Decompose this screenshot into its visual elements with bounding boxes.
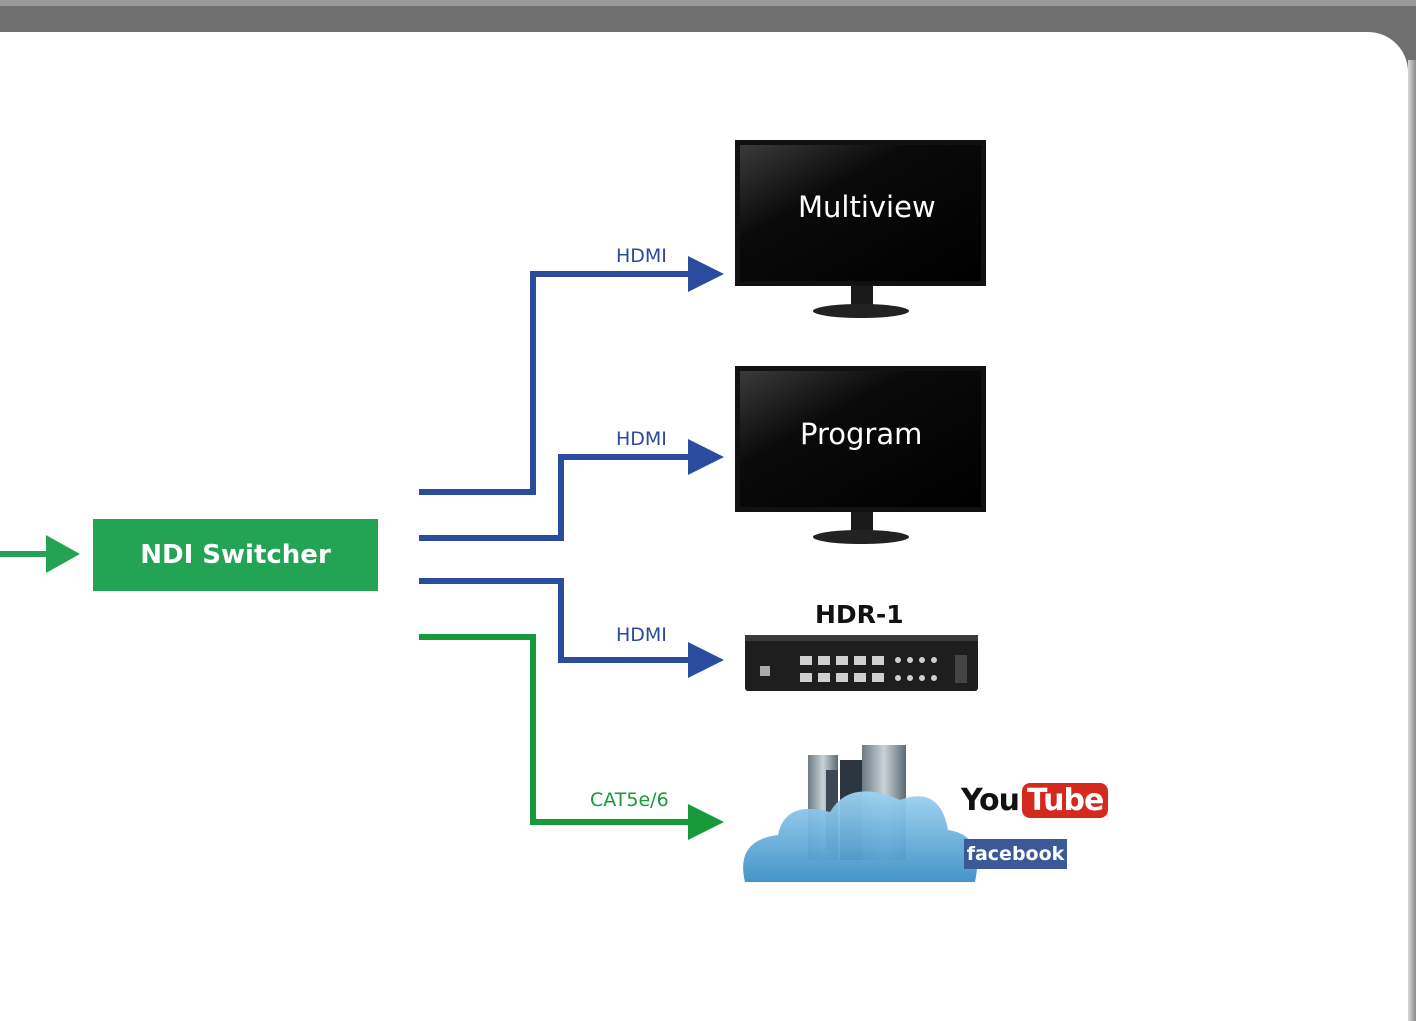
youtube-logo: You Tube bbox=[961, 778, 1109, 822]
recorder-device bbox=[745, 635, 978, 691]
multiview-line bbox=[419, 256, 724, 495]
ndi-switcher-label: NDI Switcher bbox=[140, 540, 331, 570]
multiview-link-label: HDMI bbox=[616, 245, 667, 267]
program-line bbox=[419, 439, 724, 541]
recorder-line bbox=[419, 578, 724, 678]
youtube-logo-tube: Tube bbox=[1021, 782, 1109, 818]
youtube-logo-you: You bbox=[961, 782, 1020, 818]
program-screen-label: Program bbox=[800, 417, 923, 451]
multiview-monitor bbox=[735, 140, 986, 318]
ndi-switcher-box: NDI Switcher bbox=[93, 519, 378, 591]
multiview-screen-label: Multiview bbox=[798, 190, 936, 224]
panel-edge bbox=[1408, 60, 1416, 1021]
stream-link-label: CAT5e/6 bbox=[590, 789, 669, 811]
top-border bbox=[0, 0, 1416, 6]
input-arrow bbox=[0, 535, 80, 573]
recorder-title: HDR-1 bbox=[815, 600, 904, 629]
facebook-logo-text: facebook bbox=[966, 843, 1065, 865]
recorder-link-label: HDMI bbox=[616, 624, 667, 646]
program-monitor bbox=[735, 366, 986, 544]
cloud-servers bbox=[743, 745, 978, 882]
program-link-label: HDMI bbox=[616, 428, 667, 450]
facebook-logo: facebook bbox=[964, 839, 1067, 869]
stream-line bbox=[419, 634, 724, 840]
